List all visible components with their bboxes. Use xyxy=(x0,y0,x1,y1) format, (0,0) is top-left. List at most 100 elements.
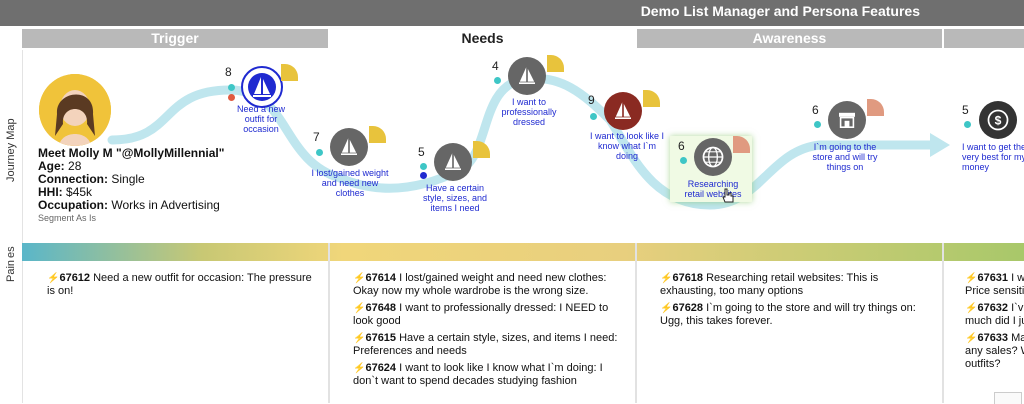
bolt-icon: ⚡ xyxy=(353,363,366,374)
tab-awareness[interactable]: Awareness xyxy=(637,29,942,48)
journey-node[interactable] xyxy=(241,66,283,108)
persona-name: Meet Molly M "@MollyMillennial" xyxy=(38,146,225,160)
bolt-icon: ⚡ xyxy=(660,273,673,284)
pain-id: 67614 xyxy=(365,272,397,284)
pain-text: I`m going to the store and will try thin… xyxy=(660,302,916,327)
pain-text: Need a new outfit for occasion: The pres… xyxy=(47,272,312,297)
pain-text: Researching retail websites: This is exh… xyxy=(660,272,879,297)
flag-icon xyxy=(473,141,490,158)
journey-node[interactable] xyxy=(434,143,472,181)
pain-text: I lost/gained weight and need new clothe… xyxy=(353,272,607,297)
connection-label: Connection: xyxy=(38,172,108,186)
pain-text: much did I ju xyxy=(965,315,1024,327)
pain-item[interactable]: ⚡67628 I`m going to the store and will t… xyxy=(660,302,925,328)
pain-id: 67624 xyxy=(365,362,397,374)
connection-value: Single xyxy=(111,172,145,186)
bolt-icon: ⚡ xyxy=(660,303,673,314)
node-count: 5 xyxy=(962,103,969,117)
flag-icon xyxy=(643,90,660,107)
pain-item[interactable]: ⚡67614 I lost/gained weight and need new… xyxy=(353,272,621,298)
status-dot xyxy=(420,163,427,170)
pain-item[interactable]: ⚡67648 I want to professionally dressed:… xyxy=(353,302,621,328)
node-count: 5 xyxy=(418,145,425,159)
status-dot xyxy=(228,94,235,101)
bolt-icon: ⚡ xyxy=(965,303,978,314)
pain-id: 67632 xyxy=(977,302,1009,314)
node-count: 6 xyxy=(812,103,819,117)
node-caption: I want to get the very best for my money xyxy=(962,142,1024,172)
corner-expand-button[interactable] xyxy=(994,392,1022,404)
sailboat-icon xyxy=(248,73,276,101)
flag-icon xyxy=(281,64,298,81)
column-divider xyxy=(328,243,330,403)
pain-item[interactable]: ⚡67615 Have a certain style, sizes, and … xyxy=(353,332,621,358)
globe-icon xyxy=(702,146,724,168)
pain-item[interactable]: ⚡67631 I w xyxy=(965,272,1024,285)
node-caption: I want to professionally dressed xyxy=(501,97,557,127)
node-caption: Have a certain style, sizes, and items I… xyxy=(422,183,488,213)
journey-node[interactable] xyxy=(828,101,866,139)
dollar-icon: $ xyxy=(987,109,1009,131)
row-label-emotions: es xyxy=(5,246,17,258)
status-dot xyxy=(814,121,821,128)
pain-text: Have a certain style, sizes, and items I… xyxy=(353,332,618,357)
bolt-icon: ⚡ xyxy=(353,333,366,344)
node-count: 7 xyxy=(313,130,320,144)
tab-trigger[interactable]: Trigger xyxy=(22,29,328,48)
node-count: 4 xyxy=(492,59,499,73)
pain-id: 67631 xyxy=(977,272,1009,284)
bolt-icon: ⚡ xyxy=(47,273,60,284)
persona-avatar[interactable] xyxy=(39,74,111,146)
pain-item[interactable]: ⚡67624 I want to look like I know what I… xyxy=(353,362,621,388)
hhi-value: $45k xyxy=(66,185,93,199)
node-caption: I`m going to the store and will try thin… xyxy=(812,142,878,172)
occupation-label: Occupation: xyxy=(38,198,109,212)
node-caption: Need a new outfit for occasion xyxy=(236,104,286,134)
journey-node[interactable] xyxy=(330,128,368,166)
bolt-icon: ⚡ xyxy=(353,303,366,314)
row-label-pain: Pain xyxy=(5,259,17,282)
pain-item[interactable]: ⚡67618 Researching retail websites: This… xyxy=(660,272,925,298)
pain-id: 67612 xyxy=(59,272,91,284)
pain-text: outfits? xyxy=(965,358,1001,370)
pain-item[interactable]: ⚡67633 Ma xyxy=(965,332,1024,345)
pain-text: Price sensiti xyxy=(965,285,1024,297)
pain-text: any sales? W xyxy=(965,345,1024,357)
svg-text:$: $ xyxy=(995,113,1002,127)
hhi-label: HHI: xyxy=(38,185,63,199)
sailboat-icon xyxy=(615,102,631,119)
hand-cursor-icon xyxy=(722,188,734,203)
journey-node[interactable] xyxy=(604,92,642,130)
pain-id: 67615 xyxy=(365,332,397,344)
persona-card: Meet Molly M "@MollyMillennial" Age: 28 … xyxy=(38,147,224,225)
status-dot xyxy=(494,77,501,84)
flag-icon xyxy=(369,126,386,143)
sailboat-icon xyxy=(519,67,535,84)
node-caption: Researching retail websites xyxy=(684,179,742,199)
column-divider xyxy=(635,243,637,403)
pain-id: 67618 xyxy=(672,272,704,284)
node-caption: I lost/gained weight and need new clothe… xyxy=(311,168,389,198)
bolt-icon: ⚡ xyxy=(353,273,366,284)
bolt-icon: ⚡ xyxy=(965,333,978,344)
journey-path xyxy=(107,74,950,210)
journey-node[interactable] xyxy=(694,138,732,176)
pain-item[interactable]: ⚡67612 Need a new outfit for occasion: T… xyxy=(47,272,312,298)
tab-next-stage[interactable] xyxy=(944,29,1024,48)
segment-label: Segment As Is xyxy=(38,213,97,223)
pain-column-needs: ⚡67614 I lost/gained weight and need new… xyxy=(353,272,621,392)
pain-id: 67648 xyxy=(365,302,397,314)
node-count: 8 xyxy=(225,65,232,79)
pain-item[interactable]: ⚡67632 I`v xyxy=(965,302,1024,315)
journey-node[interactable]: $ xyxy=(979,101,1017,139)
flag-icon xyxy=(547,55,564,72)
status-dot xyxy=(590,113,597,120)
sailboat-icon xyxy=(341,138,357,155)
node-caption: I want to look like I know what I`m doin… xyxy=(589,131,665,161)
tab-needs[interactable]: Needs xyxy=(330,29,635,48)
flag-icon xyxy=(867,99,884,116)
status-dot xyxy=(680,157,687,164)
pain-text: Ma xyxy=(1011,332,1024,344)
pain-id: 67633 xyxy=(977,332,1009,344)
journey-node[interactable] xyxy=(508,57,546,95)
